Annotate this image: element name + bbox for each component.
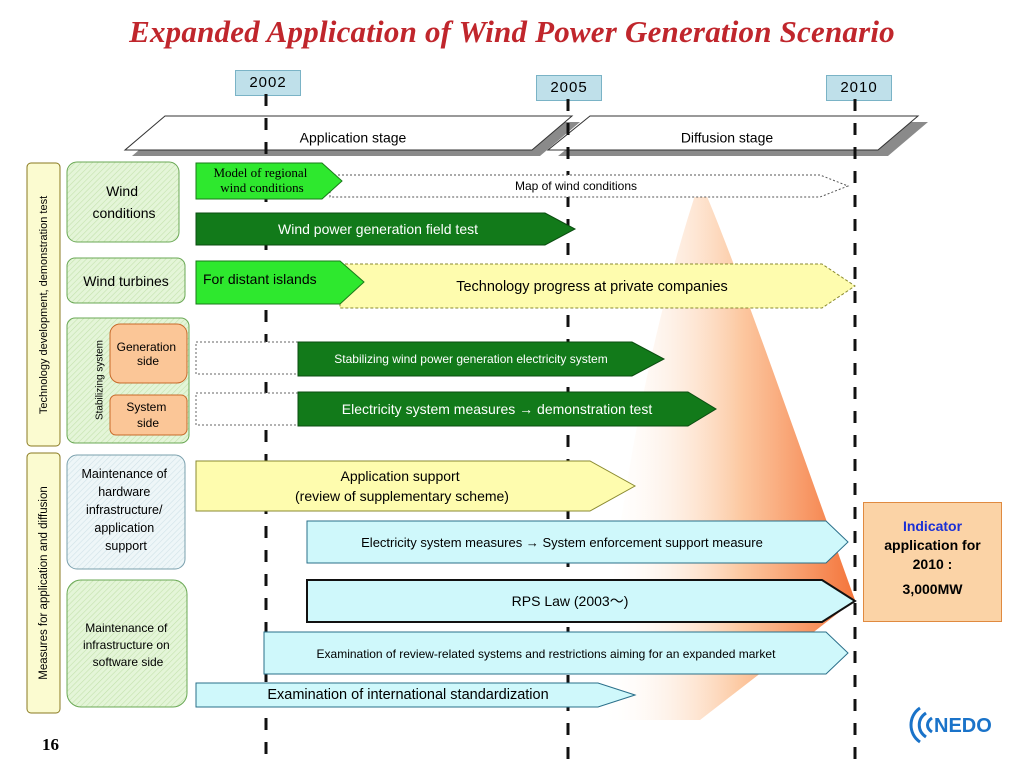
exam-intl-arrow [195, 682, 637, 708]
nedo-swoosh-icon [909, 706, 921, 744]
stabilizing-system-arrow [297, 341, 666, 377]
app-support-arrow [195, 460, 637, 512]
enforcement-label: Electricity system measures → System enf… [361, 535, 763, 550]
diffusion-stage-label: Diffusion stage [681, 130, 774, 146]
page-title: Expanded Application of Wind Power Gener… [129, 14, 895, 49]
generation-gap-box [195, 341, 301, 375]
wind-conditions-label: Wind conditions [92, 183, 155, 221]
distant-islands-label: For distant islands [203, 271, 317, 287]
exam-intl-label: Examination of international standardiza… [267, 687, 548, 703]
application-stage-label: Application stage [300, 130, 407, 146]
software-maintenance-box [66, 579, 188, 708]
indicator-line2: 2010 : [912, 556, 953, 572]
stage-banners [123, 115, 928, 156]
nedo-logo-text: NEDO [934, 715, 992, 737]
app-support-label: Application support (review of supplemen… [295, 468, 509, 504]
tech-progress-label: Technology progress at private companies [456, 279, 728, 295]
wind-turbines-label: Wind turbines [83, 273, 169, 289]
model-regional-label: Model of regional wind conditions [213, 165, 310, 195]
demo-test-label: Electricity system measures → demonstrat… [342, 401, 653, 417]
rps-arrow [306, 579, 857, 623]
field-test-arrow [195, 212, 577, 246]
year-2002: 2002 [235, 70, 301, 96]
page-number: 16 [42, 735, 59, 754]
indicator-label: Indicator [902, 518, 963, 534]
distant-islands-arrow [195, 260, 365, 305]
exam-review-arrow [263, 631, 849, 675]
indicator-line1: application for [884, 537, 981, 553]
field-test-label: Wind power generation field test [278, 221, 478, 237]
system-side-box [109, 394, 188, 436]
indicator-box: Indicator application for 2010 : 3,000MW [863, 502, 1002, 622]
system-gap-box [195, 392, 301, 426]
demo-test-arrow [297, 391, 717, 427]
nedo-logo: NEDO [906, 702, 1001, 748]
rps-label: RPS Law (2003～) [512, 593, 629, 609]
map-wind-arrow [329, 174, 850, 198]
measures-side-label: Measures for application and diffusion [38, 486, 50, 680]
stabilizing-system-label: Stabilizing system [95, 340, 106, 420]
stabilizing-system-arrow-label: Stabilizing wind power generation electr… [334, 352, 607, 366]
tech-side-label: Technology development, demonstration te… [38, 196, 50, 414]
generation-side-box [109, 323, 188, 384]
hardware-maintenance-box [66, 454, 186, 570]
enforcement-arrow [306, 520, 849, 564]
wind-turbines-box [66, 257, 186, 304]
indicator-value: 3,000MW [902, 581, 963, 597]
hardware-maintenance-label: Maintenance of hardware infrastructure/ … [82, 467, 171, 553]
exam-review-label: Examination of review-related systems an… [317, 647, 777, 661]
model-regional-arrow [195, 162, 343, 200]
software-maintenance-label: Maintenance of infrastructure on softwar… [83, 621, 173, 669]
map-wind-label: Map of wind conditions [515, 179, 637, 193]
measures-side-box [26, 452, 61, 714]
system-side-label: System side [126, 400, 169, 430]
wind-conditions-box [66, 161, 180, 243]
tech-side-box [26, 162, 61, 447]
generation-side-label: Generation side [117, 340, 180, 368]
year-2010: 2010 [826, 75, 892, 101]
